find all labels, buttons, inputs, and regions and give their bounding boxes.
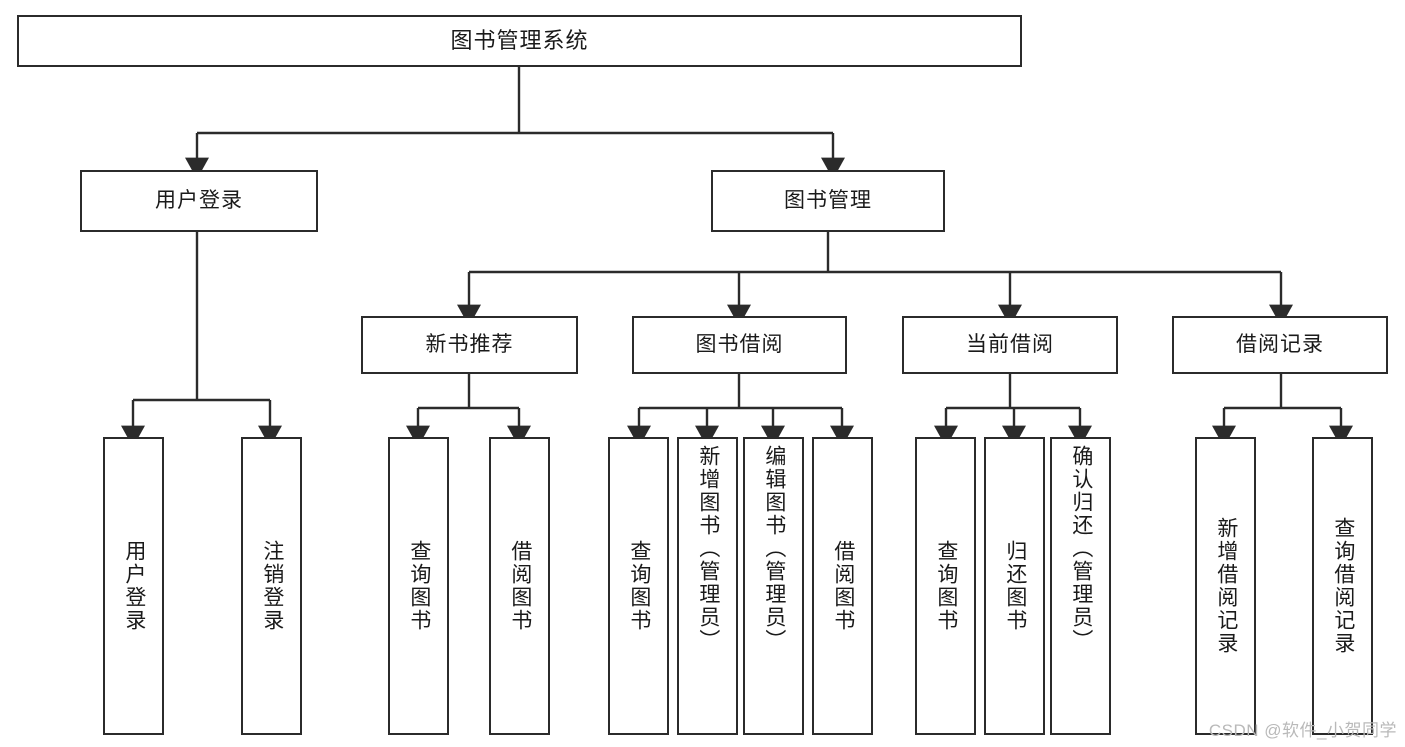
leaf-book-borrow-borrow-book[interactable]: 借阅图书 [812, 437, 873, 735]
node-new-book-recommend[interactable]: 新书推荐 [361, 316, 578, 374]
node-label: 新书推荐 [425, 333, 514, 357]
node-label: 借阅记录 [1236, 333, 1324, 357]
leaf-book-borrow-add-book-admin[interactable]: 新增图书（管理员） [677, 437, 738, 735]
node-label: 当前借阅 [966, 333, 1054, 357]
node-label: 注销登录 [260, 540, 284, 632]
node-book-management[interactable]: 图书管理 [711, 170, 945, 232]
leaf-user-login-logout[interactable]: 注销登录 [241, 437, 302, 735]
node-label: 用户登录 [122, 540, 146, 632]
leaf-borrow-record-query-record[interactable]: 查询借阅记录 [1312, 437, 1373, 735]
node-label: 查询图书 [627, 540, 651, 632]
leaf-book-borrow-query-book[interactable]: 查询图书 [608, 437, 669, 735]
node-label: 查询图书 [934, 540, 958, 632]
node-current-borrow[interactable]: 当前借阅 [902, 316, 1118, 374]
node-label: 归还图书 [1003, 540, 1027, 632]
node-label: 新增图书（管理员） [696, 445, 720, 652]
leaf-book-borrow-edit-book-admin[interactable]: 编辑图书（管理员） [743, 437, 804, 735]
node-root-library-management-system[interactable]: 图书管理系统 [17, 15, 1022, 67]
csdn-watermark: CSDN @软件_小贺同学 [1208, 721, 1397, 740]
node-user-login[interactable]: 用户登录 [80, 170, 318, 232]
leaf-current-borrow-return-book[interactable]: 归还图书 [984, 437, 1045, 735]
leaf-new-book-borrow-book[interactable]: 借阅图书 [489, 437, 550, 735]
leaf-current-borrow-confirm-return-admin[interactable]: 确认归还（管理员） [1050, 437, 1111, 735]
node-label: 编辑图书（管理员） [762, 445, 786, 652]
node-label: 查询图书 [407, 540, 431, 632]
node-label: 查询借阅记录 [1331, 517, 1355, 655]
node-label: 借阅图书 [508, 540, 532, 632]
node-book-borrow[interactable]: 图书借阅 [632, 316, 847, 374]
node-label: 用户登录 [155, 189, 243, 213]
node-label: 图书管理系统 [450, 27, 589, 53]
node-label: 图书借阅 [695, 333, 784, 357]
leaf-borrow-record-add-record[interactable]: 新增借阅记录 [1195, 437, 1256, 735]
leaf-user-login-login[interactable]: 用户登录 [103, 437, 164, 735]
leaf-current-borrow-query-book[interactable]: 查询图书 [915, 437, 976, 735]
node-label: 新增借阅记录 [1214, 517, 1238, 655]
node-borrow-record[interactable]: 借阅记录 [1172, 316, 1388, 374]
node-label: 借阅图书 [831, 540, 855, 632]
node-label: 确认归还（管理员） [1069, 445, 1093, 652]
leaf-new-book-query-book[interactable]: 查询图书 [388, 437, 449, 735]
node-label: 图书管理 [784, 189, 872, 213]
